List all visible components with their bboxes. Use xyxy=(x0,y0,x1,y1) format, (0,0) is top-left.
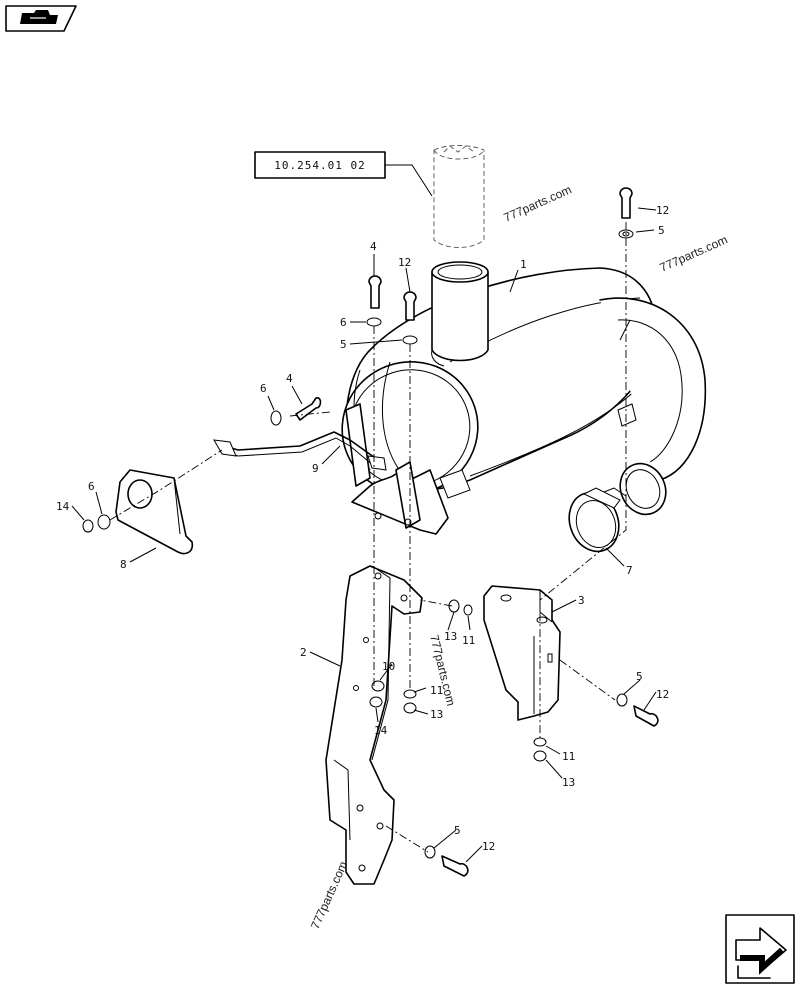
callout-2: 2 xyxy=(300,646,307,659)
callout-13b: 13 xyxy=(562,776,575,789)
reference-box[interactable] xyxy=(254,151,433,197)
right-angle-bracket xyxy=(483,585,561,721)
vertical-support-bracket xyxy=(325,565,423,885)
callout-13c: 13 xyxy=(444,630,457,643)
callout-5d: 5 xyxy=(454,824,461,837)
callout-5c: 5 xyxy=(636,670,643,683)
callout-14a: 14 xyxy=(56,500,70,513)
book-hand-icon[interactable] xyxy=(5,5,77,32)
callout-4a: 4 xyxy=(370,240,377,253)
callout-4b: 4 xyxy=(286,372,293,385)
callout-5a: 5 xyxy=(658,224,665,237)
hose-clamp xyxy=(568,487,627,553)
callout-11a: 11 xyxy=(462,634,475,647)
leader-lines xyxy=(71,207,657,863)
callout-13a: 13 xyxy=(430,708,443,721)
callout-6a: 6 xyxy=(340,316,347,329)
callout-7: 7 xyxy=(626,564,633,577)
callout-14b: 14 xyxy=(374,724,388,737)
callout-6c: 6 xyxy=(88,480,95,493)
callout-10: 10 xyxy=(382,660,395,673)
callout-11c: 11 xyxy=(562,750,575,763)
callout-labels: 1 2 3 4 4 5 5 5 5 6 6 6 7 8 9 10 11 11 1… xyxy=(56,204,669,853)
callout-3: 3 xyxy=(578,594,585,607)
callout-6b: 6 xyxy=(260,382,267,395)
callout-12b: 12 xyxy=(398,256,411,269)
watermark-2: 777parts.com xyxy=(658,232,730,274)
callout-8: 8 xyxy=(120,558,127,571)
callout-12a: 12 xyxy=(656,204,669,217)
watermark-4: 777parts.com xyxy=(308,859,350,931)
support-rod xyxy=(213,431,387,471)
callout-11b: 11 xyxy=(430,684,443,697)
muffler xyxy=(341,261,707,516)
next-page-arrow-icon[interactable] xyxy=(725,914,795,984)
watermark-1: 777parts.com xyxy=(502,182,574,224)
exhaust-pipe-ghost xyxy=(433,145,485,248)
reference-label[interactable]: 10.254.01 02 xyxy=(274,159,365,172)
callout-1: 1 xyxy=(520,258,527,271)
callout-5b: 5 xyxy=(340,338,347,351)
callout-12d: 12 xyxy=(482,840,495,853)
assembly-centerlines xyxy=(109,222,627,853)
side-bracket xyxy=(115,469,194,555)
callout-12c: 12 xyxy=(656,688,669,701)
callout-9: 9 xyxy=(312,462,319,475)
